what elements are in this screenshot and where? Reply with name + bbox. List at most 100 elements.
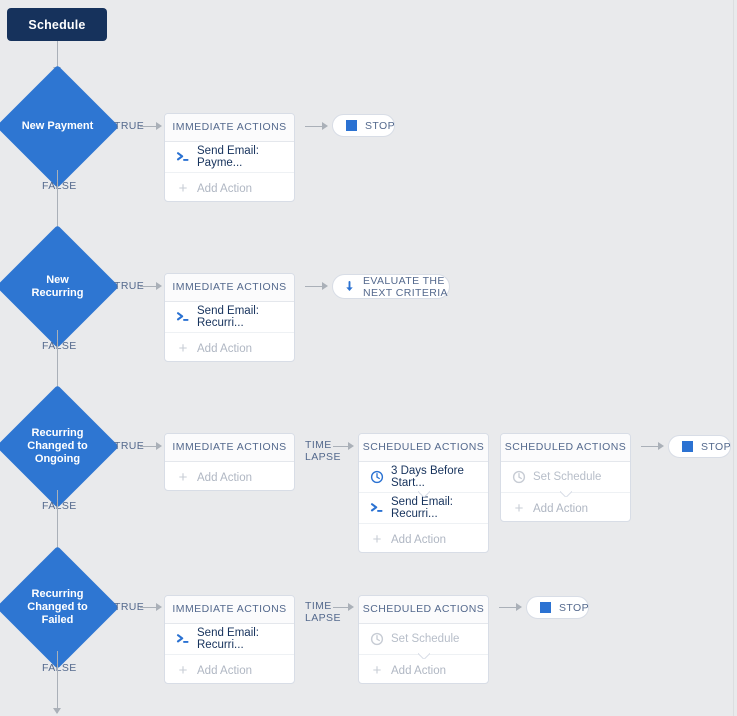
stop-node-1[interactable]: STOP [332,114,395,137]
edge-label-false-1: FALSE [42,180,77,192]
edge-label-false-3: FALSE [42,500,77,512]
panel-header: IMMEDIATE ACTIONS [165,434,294,462]
stop-label: STOP [701,440,731,453]
add-action-button[interactable]: + Add Action [501,493,630,521]
immediate-actions-panel-4[interactable]: IMMEDIATE ACTIONS Send Email: Recurri...… [164,595,295,684]
edge-label-true-2: TRUE [114,280,145,292]
add-action-label: Add Action [391,664,446,677]
stop-label: STOP [559,601,589,614]
action-row-label: Send Email: Recurri... [391,496,454,520]
scheduled-actions-panel-4[interactable]: SCHEDULED ACTIONS Set Schedule + Add Act… [358,595,489,684]
panel-header: SCHEDULED ACTIONS [359,434,488,462]
connector-true-4 [140,607,157,608]
plus-icon: + [514,500,524,517]
connector-arrow [348,603,354,611]
panel-header: SCHEDULED ACTIONS [359,596,488,624]
clock-icon [370,632,384,646]
connector-to-outcome-2 [305,286,323,287]
immediate-actions-panel-1[interactable]: IMMEDIATE ACTIONS Send Email: Payme... +… [164,113,295,202]
edge-label-false-4: FALSE [42,662,77,674]
plus-icon: + [178,662,188,679]
action-row-label: Send Email: Recurri... [197,305,260,329]
connector-arrow [156,442,162,450]
add-action-button[interactable]: + Add Action [165,655,294,683]
connector-arrow [156,282,162,290]
stop-icon [682,441,693,452]
criteria-node-recurring-changed-to-failed[interactable]: Recurring Changed to Failed [0,545,120,670]
set-schedule-button[interactable]: Set Schedule [501,462,630,493]
action-row-label: Send Email: Recurri... [197,627,260,651]
connector-to-outcome-3 [641,446,659,447]
start-node-label: Schedule [28,17,86,32]
evaluate-label: EVALUATE THE NEXT CRITERIA [363,274,448,299]
scheduled-actions-panel-3a[interactable]: SCHEDULED ACTIONS 3 Days Before Start...… [358,433,489,553]
criteria-node-recurring-changed-to-ongoing[interactable]: Recurring Changed to Ongoing [0,384,120,509]
add-action-button[interactable]: + Add Action [359,655,488,683]
add-action-button[interactable]: + Add Action [165,173,294,201]
apex-script-icon [370,501,384,515]
action-row[interactable]: Send Email: Recurri... [165,624,294,655]
stop-label: STOP [365,119,395,132]
connector-arrow [53,708,61,714]
plus-icon: + [178,180,188,197]
add-action-label: Add Action [197,342,252,355]
set-schedule-label: Set Schedule [533,471,602,483]
panel-header: IMMEDIATE ACTIONS [165,114,294,142]
set-schedule-button[interactable]: Set Schedule [359,624,488,655]
add-action-button[interactable]: + Add Action [359,524,488,552]
connector-arrow [348,442,354,450]
connector-false-1 [57,170,58,233]
criteria-label: Recurring Changed to Failed [27,588,88,626]
edge-label-true-3: TRUE [114,440,145,452]
arrow-down-icon [344,280,355,293]
stop-node-3[interactable]: STOP [668,435,731,458]
connector-start-to-criteria-1 [57,41,58,69]
add-action-button[interactable]: + Add Action [165,333,294,361]
edge-label-true-1: TRUE [114,120,145,132]
connector-arrow [516,603,522,611]
add-action-label: Add Action [197,471,252,484]
connector-arrow [658,442,664,450]
connector-false-2 [57,330,58,393]
criteria-node-new-recurring[interactable]: New Recurring [0,224,120,349]
add-action-label: Add Action [391,533,446,546]
apex-script-icon [176,310,190,324]
start-node-schedule[interactable]: Schedule [7,8,107,41]
schedule-row[interactable]: 3 Days Before Start... [359,462,488,493]
edge-label-true-4: TRUE [114,601,145,613]
scheduled-actions-panel-3b[interactable]: SCHEDULED ACTIONS Set Schedule + Add Act… [500,433,631,522]
add-action-label: Add Action [197,664,252,677]
connector-true-2 [140,286,157,287]
action-row[interactable]: Send Email: Payme... [165,142,294,173]
edge-label-time-lapse-4: TIME LAPSE [305,600,341,624]
connector-arrow [322,282,328,290]
immediate-actions-panel-2[interactable]: IMMEDIATE ACTIONS Send Email: Recurri...… [164,273,295,362]
stop-icon [540,602,551,613]
connector-false-3 [57,490,58,553]
schedule-row-label: 3 Days Before Start... [391,465,464,489]
connector-arrow [156,122,162,130]
connector-to-outcome-4 [499,607,517,608]
action-row[interactable]: Send Email: Recurri... [359,493,488,524]
panel-header: IMMEDIATE ACTIONS [165,596,294,624]
plus-icon: + [178,340,188,357]
immediate-actions-panel-3[interactable]: IMMEDIATE ACTIONS + Add Action [164,433,295,491]
criteria-label: New Payment [21,120,94,132]
action-row[interactable]: Send Email: Recurri... [165,302,294,333]
criteria-label: Recurring Changed to Ongoing [27,427,88,465]
connector-arrow [322,122,328,130]
evaluate-next-criteria-node[interactable]: EVALUATE THE NEXT CRITERIA [332,274,450,299]
add-action-button[interactable]: + Add Action [165,462,294,490]
criteria-label: New Recurring [31,273,84,299]
plus-icon: + [372,662,382,679]
canvas-right-divider [733,0,734,716]
connector-false-4 [57,651,58,713]
connector-time-lapse-4 [333,607,349,608]
action-row-label: Send Email: Payme... [197,145,260,169]
apex-script-icon [176,150,190,164]
criteria-node-new-payment[interactable]: New Payment [0,64,120,189]
connector-to-outcome-1 [305,126,323,127]
stop-icon [346,120,357,131]
stop-node-4[interactable]: STOP [526,596,589,619]
panel-header: SCHEDULED ACTIONS [501,434,630,462]
